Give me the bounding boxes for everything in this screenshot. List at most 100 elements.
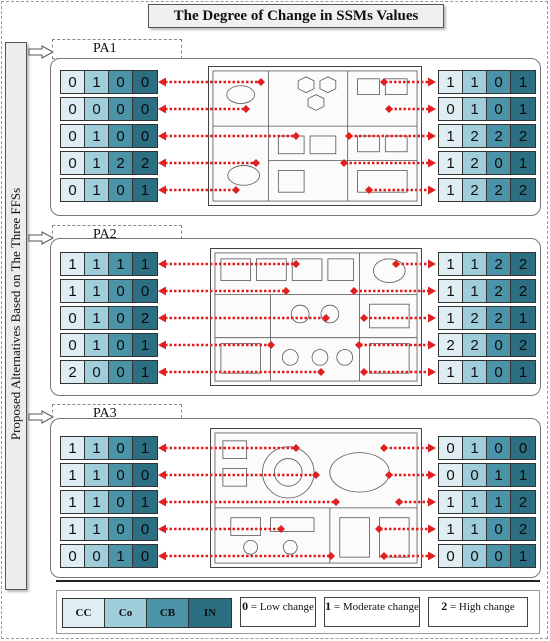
ssm-value-cell: 0 [61, 152, 85, 174]
ssm-value-cell: 1 [439, 280, 463, 302]
legend-low: 0 = Low change [240, 597, 316, 627]
ssm-value-cell: 0 [487, 334, 511, 356]
ssm-value-cell: 1 [463, 361, 487, 383]
ssm-value-cell: 0 [439, 98, 463, 120]
legend-cc: CC [63, 599, 105, 627]
ssm-value-cell: 1 [439, 518, 463, 540]
ssm-value-cell: 1 [133, 437, 157, 459]
pa2-right-connector [392, 259, 436, 269]
ssm-value-cell: 2 [487, 125, 511, 147]
ssm-value-cell: 0 [61, 334, 85, 356]
ssm-value-cell: 0 [85, 98, 109, 120]
ssm-value-cell: 2 [61, 361, 85, 383]
ssm-value-cell: 2 [439, 334, 463, 356]
ssm-value-cell: 0 [61, 125, 85, 147]
ssm-value-cell: 1 [463, 253, 487, 275]
ssm-value-cell: 0 [85, 545, 109, 567]
pa3-left-connector [158, 497, 340, 507]
ssm-value-cell: 2 [463, 334, 487, 356]
ssm-value-cell: 0 [109, 307, 133, 329]
ssm-value-cell: 0 [463, 545, 487, 567]
ssm-value-cell: 1 [85, 179, 109, 201]
ssm-value-cell: 2 [463, 307, 487, 329]
ssm-value-cell: 0 [61, 98, 85, 120]
pa2-right-connector [360, 313, 436, 323]
legend-moderate-value: 1 [325, 599, 332, 613]
ssm-value-cell: 0 [109, 518, 133, 540]
ssm-value-cell: 2 [487, 307, 511, 329]
ssm-value-cell: 0 [487, 98, 511, 120]
ssm-value-cell: 2 [133, 152, 157, 174]
ssm-value-cell: 1 [511, 464, 535, 486]
ssm-value-cell: 1 [109, 253, 133, 275]
legend-frame [56, 590, 540, 634]
pa3-right-connector [395, 497, 436, 507]
pa3-floor-plan [210, 428, 422, 568]
ssm-value-cell: 2 [463, 125, 487, 147]
ssm-value-cell: 1 [463, 98, 487, 120]
ssm-value-cell: 1 [85, 518, 109, 540]
pa2-pointer-arrow [28, 231, 54, 245]
ssm-value-cell: 2 [133, 307, 157, 329]
pa2-left-connector [158, 259, 300, 269]
ssm-value-cell: 1 [511, 71, 535, 93]
legend-low-text: = Low change [250, 601, 314, 613]
ssm-value-cell: 0 [109, 179, 133, 201]
pa2-right-connector [360, 367, 436, 377]
ssm-value-cell: 1 [439, 179, 463, 201]
legend-divider [56, 580, 540, 582]
legend-high-text: = High change [449, 601, 515, 613]
ssm-value-cell: 1 [463, 491, 487, 513]
ssm-value-cell: 1 [85, 464, 109, 486]
legend-high-value: 2 [441, 599, 448, 613]
pa3-pointer-arrow [28, 410, 54, 424]
pa3-right-connector [380, 551, 436, 561]
ssm-value-cell: 2 [511, 518, 535, 540]
ssm-value-cell: 2 [109, 152, 133, 174]
pa1-left-connector [158, 104, 250, 114]
ssm-value-cell: 1 [439, 491, 463, 513]
ssm-value-cell: 1 [85, 280, 109, 302]
ssm-value-cell: 2 [511, 491, 535, 513]
ssm-value-cell: 0 [109, 491, 133, 513]
ssm-value-cell: 1 [61, 253, 85, 275]
pa3-left-connector [158, 524, 285, 534]
ssm-value-cell: 1 [85, 71, 109, 93]
pa1-label: PA1 [52, 39, 182, 59]
ssm-value-cell: 0 [133, 280, 157, 302]
ssm-value-cell: 2 [487, 179, 511, 201]
ssm-value-cell: 1 [85, 125, 109, 147]
ssm-value-cell: 0 [439, 464, 463, 486]
pa3-right-connector [375, 524, 436, 534]
pa1-right-connector [345, 131, 436, 141]
pa3-left-connector [158, 470, 320, 480]
pa1-pointer-arrow [28, 45, 54, 59]
ssm-value-cell: 1 [133, 179, 157, 201]
ssm-value-cell: 1 [85, 491, 109, 513]
ssm-value-cell: 1 [439, 361, 463, 383]
ssm-value-cell: 0 [61, 71, 85, 93]
pa1-left-connector [158, 131, 300, 141]
legend-co: Co [105, 599, 147, 627]
pa2-left-connector [158, 340, 275, 350]
ssm-value-cell: 1 [511, 361, 535, 383]
pa1-right-connector [340, 158, 436, 168]
ssm-value-cell: 1 [511, 152, 535, 174]
ssm-value-cell: 1 [439, 152, 463, 174]
